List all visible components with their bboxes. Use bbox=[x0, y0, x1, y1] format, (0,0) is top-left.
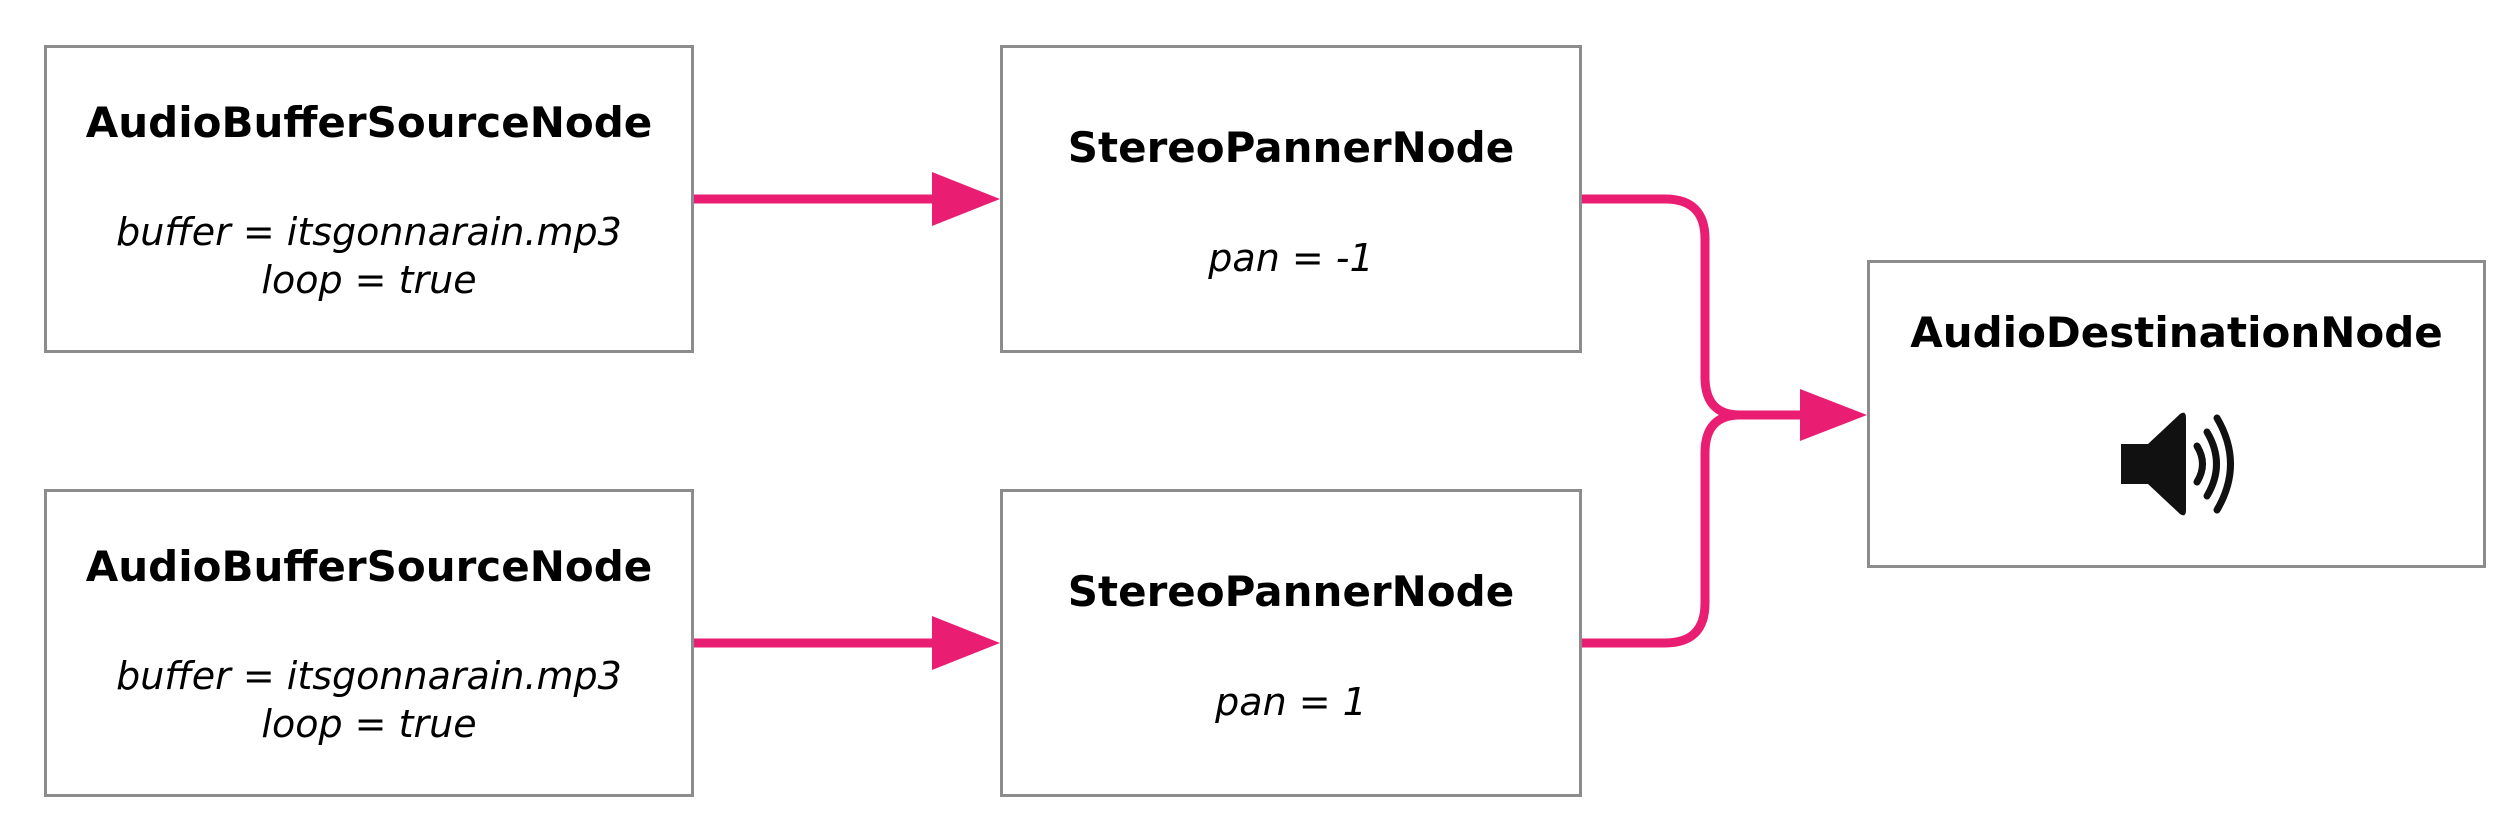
buffer-param: buffer = itsgonnarain.mp3 bbox=[116, 654, 622, 698]
stereo-panner-node-2: StereoPannerNode pan = 1 bbox=[1000, 489, 1582, 797]
buffer-param: buffer = itsgonnarain.mp3 bbox=[116, 210, 622, 254]
node-title: StereoPannerNode bbox=[1067, 567, 1515, 616]
node-title: AudioDestinationNode bbox=[1910, 308, 2443, 357]
node-title: StereoPannerNode bbox=[1067, 123, 1515, 172]
arrowhead-panner-1 bbox=[932, 172, 1000, 226]
connector-panner-2-to-destination bbox=[1582, 410, 1741, 648]
loop-param: loop = true bbox=[261, 702, 477, 746]
node-title: AudioBufferSourceNode bbox=[85, 542, 653, 591]
node-title: AudioBufferSourceNode bbox=[85, 98, 653, 147]
connector-panner-1-to-destination bbox=[1582, 194, 1805, 420]
loop-param: loop = true bbox=[261, 258, 477, 302]
audio-buffer-source-node-1: AudioBufferSourceNode buffer = itsgonnar… bbox=[44, 45, 694, 353]
pan-param: pan = 1 bbox=[1215, 680, 1367, 724]
stereo-panner-node-1: StereoPannerNode pan = -1 bbox=[1000, 45, 1582, 353]
pan-param: pan = -1 bbox=[1208, 236, 1374, 280]
audio-buffer-source-node-2: AudioBufferSourceNode buffer = itsgonnar… bbox=[44, 489, 694, 797]
arrowhead-destination bbox=[1800, 389, 1867, 441]
arrowhead-panner-2 bbox=[932, 616, 1000, 670]
audio-destination-node: AudioDestinationNode bbox=[1867, 260, 2486, 568]
speaker-volume-icon bbox=[2121, 412, 2234, 516]
